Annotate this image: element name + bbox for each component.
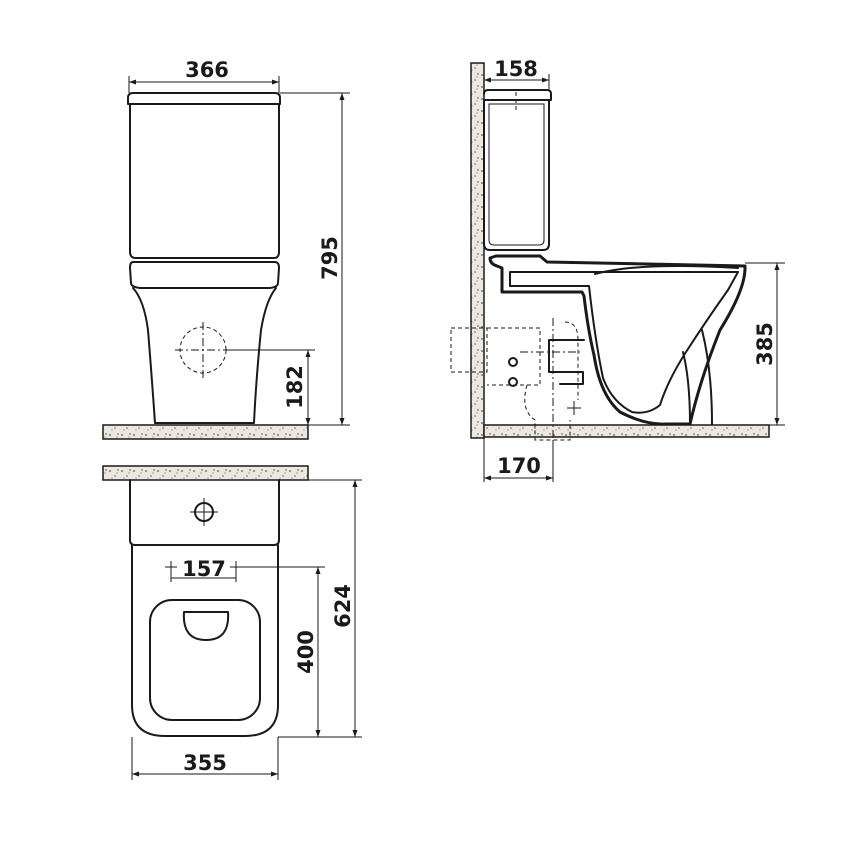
top-cistern xyxy=(129,479,280,546)
side-bowl-inner xyxy=(509,271,739,414)
top-width-label: 355 xyxy=(183,751,227,775)
front-pedestal xyxy=(132,287,277,424)
top-width-dimension: 355 xyxy=(131,737,279,780)
side-cistern-body xyxy=(483,99,550,251)
side-outlet-offset-label: 170 xyxy=(497,454,541,478)
top-fixing-centres-label: 157 xyxy=(182,557,226,581)
side-floor xyxy=(483,424,770,438)
side-trapway xyxy=(682,329,713,425)
side-cistern-depth-label: 158 xyxy=(494,57,538,81)
top-fixing-depth-label: 400 xyxy=(294,630,318,674)
side-bowl-rim xyxy=(594,265,739,275)
front-height-label: 795 xyxy=(318,236,342,280)
front-inlet-height-dimension: 182 xyxy=(226,349,315,425)
front-cistern-body xyxy=(129,103,280,259)
front-floor-slab xyxy=(102,424,309,440)
side-seat-height-label: 385 xyxy=(753,322,777,366)
top-depth-label: 624 xyxy=(331,584,355,628)
front-width-label: 366 xyxy=(185,58,229,82)
side-seat-height-dimension: 385 xyxy=(745,262,785,426)
side-cistern-inner xyxy=(488,103,545,246)
top-seat xyxy=(149,599,261,721)
top-wall-slab xyxy=(102,465,309,481)
side-cistern-depth-dimension: 158 xyxy=(484,57,550,90)
front-seat-band xyxy=(129,261,280,289)
front-cistern-lid xyxy=(127,92,281,105)
front-width-dimension: 366 xyxy=(128,58,280,93)
side-bowl-outer xyxy=(488,254,747,426)
front-inlet-symbol xyxy=(175,322,232,378)
side-hidden-pipes xyxy=(450,318,581,441)
front-height-dimension: 795 xyxy=(280,92,350,426)
side-wall xyxy=(470,62,485,439)
side-outlet-offset-dimension: 170 xyxy=(483,437,554,482)
top-seat-opening xyxy=(182,611,230,641)
side-cistern-lid xyxy=(483,89,552,101)
top-depth-dimension: 624 xyxy=(278,479,362,738)
side-outlet xyxy=(548,339,585,385)
top-fixing-depth-dimension: 400 xyxy=(242,566,325,737)
top-inlet-symbol xyxy=(190,498,218,526)
top-view: 157 624 400 355 xyxy=(102,465,362,780)
top-fixing-points: 157 xyxy=(165,557,242,582)
top-bowl-outline xyxy=(131,544,279,737)
side-view: 158 385 170 xyxy=(450,57,785,482)
front-view: 366 795 182 xyxy=(102,58,350,440)
front-inlet-height-label: 182 xyxy=(283,365,307,409)
